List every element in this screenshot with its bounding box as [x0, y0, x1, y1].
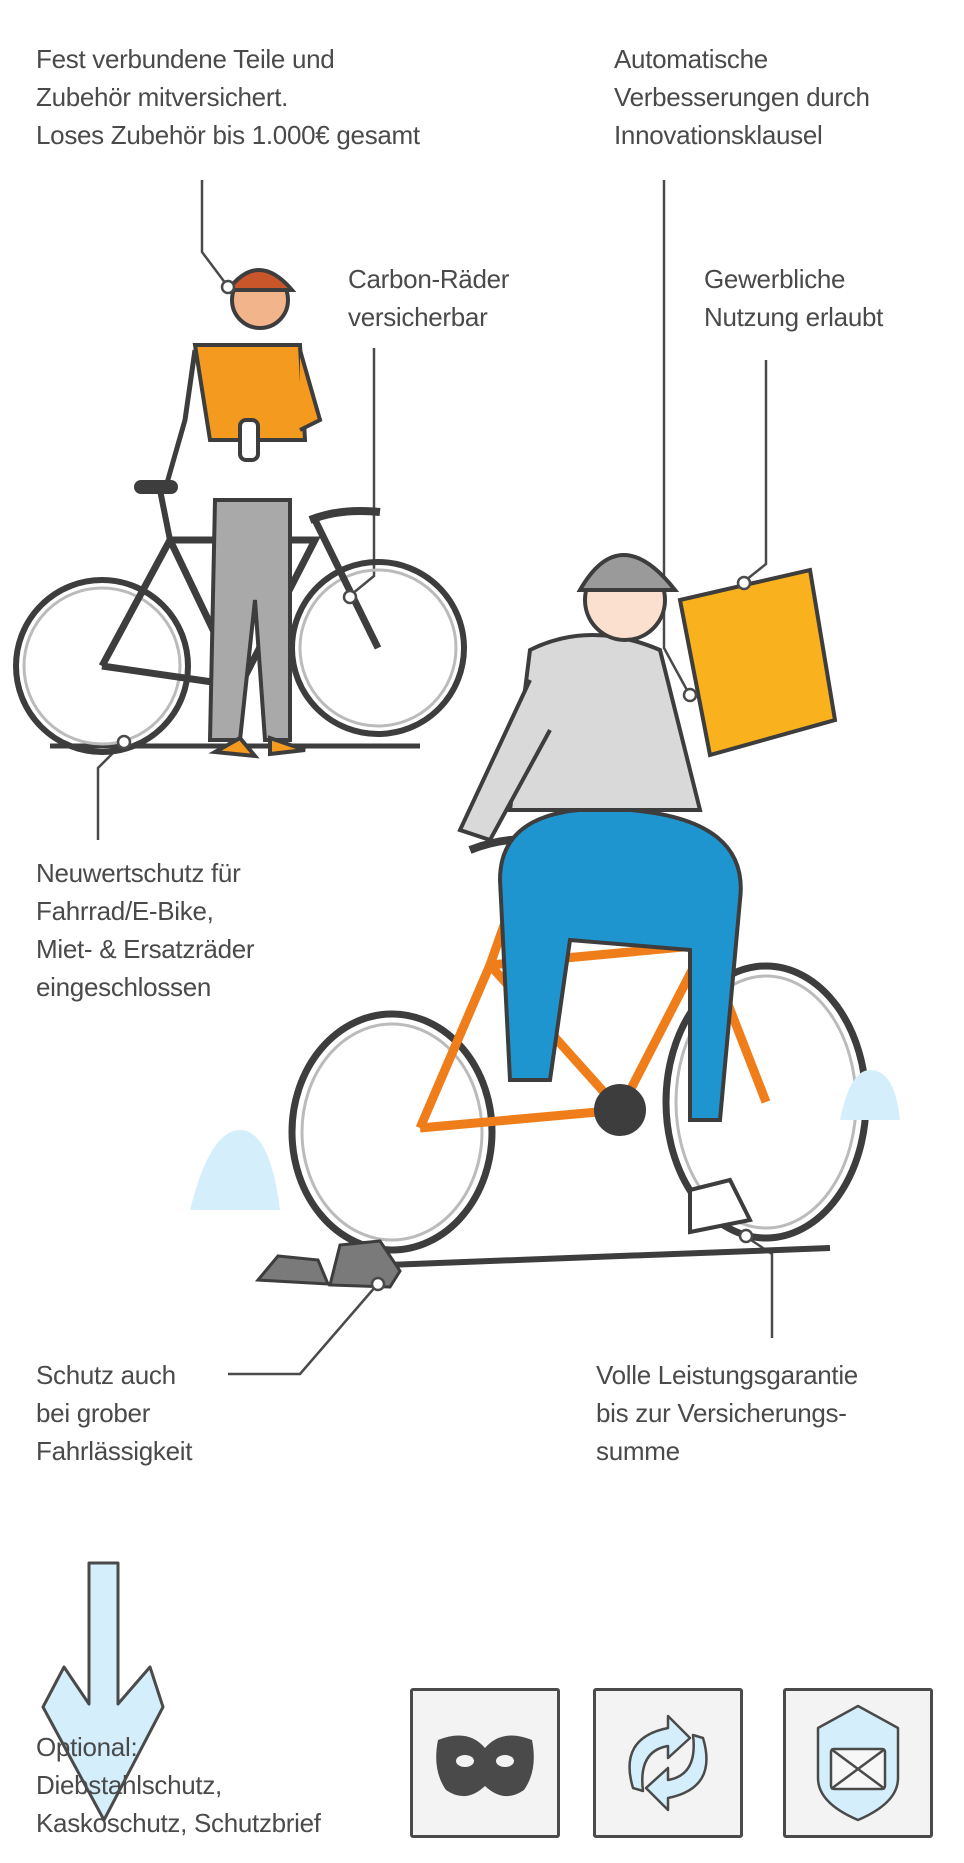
bushes — [190, 1070, 900, 1210]
label-line: eingeschlossen — [36, 972, 212, 1002]
rocks — [254, 1239, 402, 1289]
assistance-card — [783, 1688, 933, 1838]
label-accessories: Fest verbundene Teile und Zubehör mitver… — [36, 40, 420, 154]
label-line: Loses Zubehör bis 1.000€ gesamt — [36, 120, 420, 150]
label-line: Zubehör mitversichert. — [36, 82, 289, 112]
leader-lines — [96, 180, 774, 1376]
label-line: Gewerbliche — [704, 264, 846, 294]
label-line: Schutz auch — [36, 1360, 176, 1390]
label-guarantee: Volle Leistungsgarantie bis zur Versiche… — [596, 1356, 858, 1470]
label-line: bis zur Versicherungs- — [596, 1398, 847, 1428]
label-line: Fahrrad/E-Bike, — [36, 896, 214, 926]
mask-icon — [436, 1735, 534, 1797]
label-negligence: Schutz auch bei grober Fahrlässigkeit — [36, 1356, 193, 1470]
label-line: Optional: — [36, 1732, 138, 1762]
label-line: Nutzung erlaubt — [704, 302, 884, 332]
label-line: Automatische — [614, 44, 768, 74]
label-line: Carbon-Räder — [348, 264, 510, 294]
label-line: Diebstahlschutz, — [36, 1770, 222, 1800]
label-line: Kaskoschutz, Schutzbrief — [36, 1808, 321, 1838]
label-line: Volle Leistungsgarantie — [596, 1360, 858, 1390]
label-optional: Optional: Diebstahlschutz, Kaskoschutz, … — [36, 1728, 321, 1842]
man-with-bike — [288, 553, 870, 1269]
label-new-value: Neuwertschutz für Fahrrad/E-Bike, Miet- … — [36, 854, 255, 1006]
label-innovation: Automatische Verbesserungen durch Innova… — [614, 40, 870, 154]
refresh-icon — [628, 1714, 708, 1812]
label-line: Neuwertschutz für — [36, 858, 241, 888]
label-line: Miet- & Ersatzräder — [36, 934, 255, 964]
label-line: bei grober — [36, 1398, 151, 1428]
woman-with-bike — [13, 268, 467, 759]
label-commercial: Gewerbliche Nutzung erlaubt — [704, 260, 883, 336]
label-carbon: Carbon-Räder versicherbar — [348, 260, 509, 336]
callout-dots — [116, 279, 754, 1292]
casco-card — [593, 1688, 743, 1838]
label-line: Fest verbundene Teile und — [36, 44, 335, 74]
label-line: Verbesserungen durch — [614, 82, 870, 112]
label-line: Innovationsklausel — [614, 120, 823, 150]
label-line: summe — [596, 1436, 680, 1466]
theft-protection-card — [410, 1688, 560, 1838]
down-arrow-icon — [41, 1561, 165, 1822]
label-line: versicherbar — [348, 302, 488, 332]
shield-envelope-icon — [816, 1704, 900, 1822]
label-line: Fahrlässigkeit — [36, 1436, 193, 1466]
